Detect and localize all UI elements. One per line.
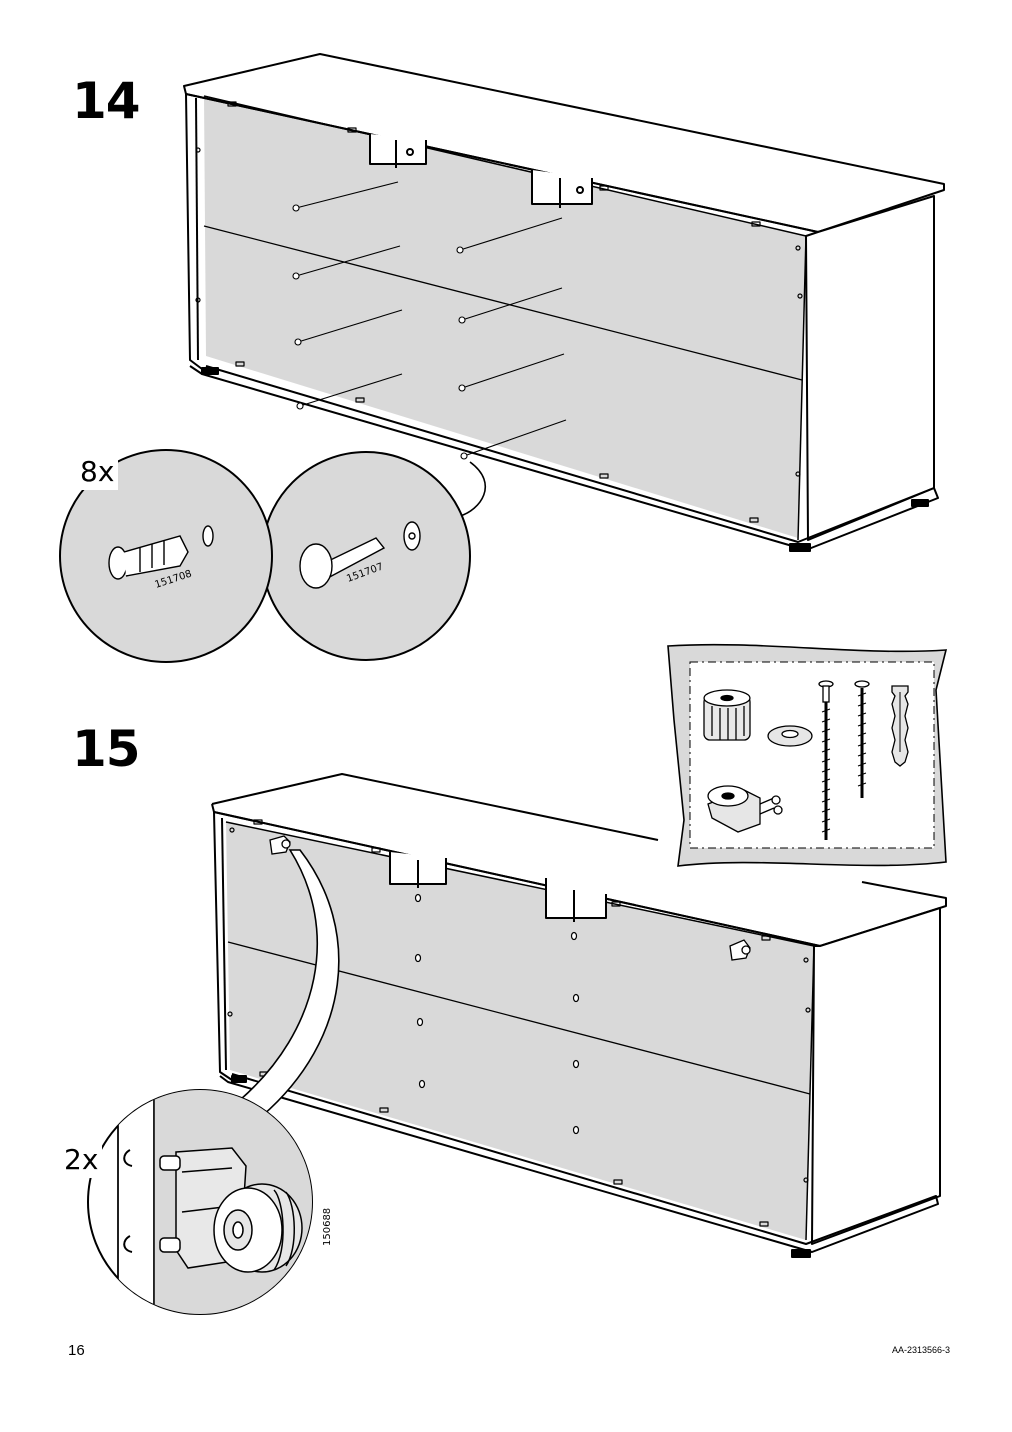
step-number-15: 15 (72, 720, 141, 778)
document-code: AA-2313566-3 (891, 1345, 950, 1355)
nail-6 (458, 287, 563, 324)
hardware-inset (667, 643, 948, 867)
nail-4 (296, 373, 403, 410)
cabinet-step14 (183, 53, 945, 552)
detail-circle-step15 (87, 1089, 313, 1315)
wall-brackets-mounted (269, 835, 751, 961)
quantity-step14: 8x (74, 456, 119, 490)
detail-circles-step14 (59, 449, 486, 663)
step-number-14: 14 (72, 72, 141, 130)
long-screw-icon (818, 680, 834, 840)
adjustable-foot-icon (703, 689, 751, 741)
nail-8 (460, 419, 567, 460)
quantity-step15: 2x (58, 1144, 103, 1178)
nail-5 (456, 217, 563, 254)
part-number-150688: 150688 (322, 1208, 333, 1246)
plug-151707 (299, 521, 421, 589)
nail-7 (458, 353, 565, 392)
nail-1 (292, 181, 399, 212)
nail-3 (294, 309, 403, 346)
screw-icon (854, 680, 870, 798)
wall-plug-icon (891, 685, 909, 767)
washer-icon (767, 725, 813, 747)
screw-holes-step15 (414, 893, 580, 1135)
wall-bracket-icon (707, 785, 783, 833)
page-number: 16 (68, 1342, 85, 1359)
cabinet-step15 (211, 773, 947, 1258)
nails-step14 (292, 181, 567, 460)
dowel-151708 (108, 525, 214, 580)
nail-2 (292, 245, 401, 280)
